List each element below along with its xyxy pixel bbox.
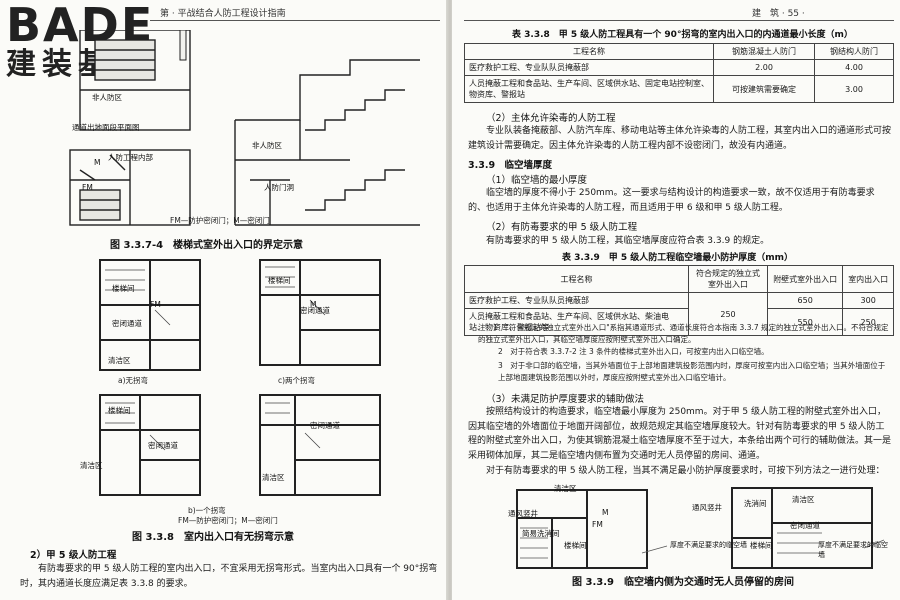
item3-title: （3）未满足防护厚度要求的辅助做法 bbox=[486, 394, 645, 405]
fig338-label-passage-d: 密闭通道 bbox=[310, 421, 340, 430]
item2-title: （2）主体允许染毒的人防工程 bbox=[486, 113, 616, 124]
fig339-label-clean: 清洁区 bbox=[554, 484, 577, 493]
fig339-label-stair-a: 楼梯间 bbox=[564, 541, 587, 550]
fig339-label-vent-a: 通风竖井 bbox=[508, 509, 538, 518]
right-page: 建 筑 · 55 · 表 3.3.8 甲 5 级人防工程具有一个 90°拐弯的室… bbox=[452, 0, 900, 600]
fig337-label-nonciv-right: 非人防区 bbox=[252, 141, 282, 150]
fig339-label-wash: 洗消间 bbox=[744, 499, 767, 508]
table-339: 工程名称 符合规定的独立式室外出入口 附壁式室外出入口 室内出入口 医疗救护工程… bbox=[464, 265, 894, 336]
fig339-label-thick-b: 厚度不满足要求的临空墙 bbox=[818, 541, 888, 559]
item1-text: 临空墙的厚度不得小于 250mm。这一要求与结构设计的构造要求一致，故不仅适用于… bbox=[468, 188, 875, 213]
fig338-label-passage-b: 密闭通道 bbox=[148, 441, 178, 450]
fig338-label-passage-a: 密闭通道 bbox=[112, 319, 142, 328]
table338-caption: 表 3.3.8 甲 5 级人防工程具有一个 90°拐弯的室内出入口的内通道最小长… bbox=[512, 30, 853, 40]
fig338-label-stair-b: 楼梯间 bbox=[108, 406, 131, 415]
t339-h1: 符合规定的独立式室外出入口 bbox=[688, 265, 768, 293]
fig339-label-clean-b: 清洁区 bbox=[792, 495, 815, 504]
item3-text2: 对于有防毒要求的甲 5 级人防工程，当其不满足最小防护厚度要求时，可按下列方法之… bbox=[486, 466, 885, 476]
t339-r0c2: 650 bbox=[766, 292, 844, 309]
t338-r1c0: 人员掩蔽工程和食品站、生产车间、区域供水站、固定电站控制室、物资库、警报站 bbox=[464, 75, 714, 103]
fig338-label-stair-c: 楼梯间 bbox=[268, 276, 291, 285]
fig339-label-room: 简易洗消间 bbox=[522, 529, 560, 538]
fig338-legend: FM—防护密闭门；M—密闭门 bbox=[178, 516, 278, 525]
fig338-label-fm-a: FM bbox=[150, 300, 161, 309]
fig338-label-clean-b: 清洁区 bbox=[80, 461, 103, 470]
t339-h0: 工程名称 bbox=[464, 265, 689, 293]
item3-text: 按照结构设计的构造要求，临空墙最小厚度为 250mm。对于甲 5 级人防工程的附… bbox=[468, 407, 892, 461]
fig339-label-vent-b: 通风竖井 bbox=[692, 503, 722, 512]
t338-r0c0: 医疗救护工程、专业队队员掩蔽部 bbox=[464, 59, 714, 76]
t338-h0: 工程名称 bbox=[464, 43, 714, 60]
t339-h2: 附壁式室外出入口 bbox=[766, 265, 844, 293]
fig337-label-m: M bbox=[94, 158, 101, 167]
left-paragraph: 有防毒要求的甲 5 级人防工程的室内出入口，不宜采用无拐弯形式。当室内出入口具有… bbox=[20, 564, 438, 589]
t338-r1c1: 可按建筑需要确定 bbox=[712, 75, 816, 103]
fig337-caption: 图 3.3.7-4 楼梯式室外出入口的界定示意 bbox=[110, 240, 304, 251]
fig338-label-m-c: M bbox=[310, 300, 317, 309]
left-section-heading: 2）甲 5 级人防工程 bbox=[30, 550, 117, 561]
t338-r1c2: 3.00 bbox=[814, 75, 894, 103]
fig338-label-clean-a: 清洁区 bbox=[108, 356, 131, 365]
fig338-label-clean-d: 清洁区 bbox=[262, 473, 285, 482]
header-rule-right bbox=[464, 20, 894, 21]
fig337-label-nonciv-top: 非人防区 bbox=[92, 93, 122, 102]
t339-h3: 室内出入口 bbox=[842, 265, 894, 293]
fig338-caption: 图 3.3.8 室内出入口有无拐弯示意 bbox=[132, 532, 294, 543]
t338-h2: 钢结构人防门 bbox=[814, 43, 894, 60]
t338-h1: 钢筋混凝土人防门 bbox=[712, 43, 816, 60]
figure-337-4-drawing bbox=[69, 30, 420, 226]
fig337-label-fm: FM bbox=[82, 183, 93, 192]
table-note-2: 2 对于符合表 3.3.7-2 注 3 条件的楼梯式室外出入口，可按室内出入口临… bbox=[498, 347, 769, 356]
fig339-label-stair-b: 楼梯间 bbox=[750, 541, 773, 550]
fig337-sublabel: 通道出地面段平面图 bbox=[72, 123, 140, 132]
fig338-sub-c: c)两个拐弯 bbox=[278, 376, 316, 385]
fig338-sub-a: a)无拐弯 bbox=[118, 376, 149, 385]
fig339-label-m-a: M bbox=[602, 508, 609, 517]
t339-r1c3: 250 bbox=[842, 308, 894, 336]
fig339-caption: 图 3.3.9 临空墙内侧为交通时无人员停留的房间 bbox=[572, 577, 794, 588]
t338-r0c2: 4.00 bbox=[814, 59, 894, 76]
item2b-title: （2）有防毒要求的甲 5 级人防工程 bbox=[486, 222, 638, 233]
item2b-text: 有防毒要求的甲 5 级人防工程，其临空墙厚度应符合表 3.3.9 的规定。 bbox=[486, 236, 770, 246]
t339-r0c3: 300 bbox=[842, 292, 894, 309]
fig337-legend: FM—防护密闭门；M—密闭门 bbox=[170, 216, 270, 225]
item2-text: 专业队装备掩蔽部、人防汽车库、移动电站等主体允许染毒的人防工程，其室内出入口的通… bbox=[468, 126, 892, 151]
t339-r1c0: 人员掩蔽工程和食品站、生产车间、区域供水站、柴油电站、物资库、警报站等 bbox=[464, 308, 689, 336]
t339-r0c0: 医疗救护工程、专业队队员掩蔽部 bbox=[464, 292, 689, 309]
fig338-label-passage-c: 密闭通道 bbox=[300, 306, 330, 315]
table-note-1: 注：1 "符合规定的独立式室外出入口"系指其通道形式、通道长度符合本指南 3.3… bbox=[478, 323, 889, 344]
fig337-label-door: 人防门洞 bbox=[264, 183, 294, 192]
t338-r0c1: 2.00 bbox=[712, 59, 816, 76]
figure-339-drawing bbox=[516, 487, 885, 569]
header-rule bbox=[150, 20, 440, 21]
t339-r1c2: 550 bbox=[766, 308, 844, 336]
left-page: 第 · 平战结合人防工程设计指南 BADE 建装基地 bbox=[0, 0, 448, 600]
figure-338-drawing bbox=[99, 259, 381, 496]
fig339-label-fm-a: FM bbox=[592, 520, 603, 529]
item1-title: （1）临空墙的最小厚度 bbox=[486, 175, 588, 186]
fig338-sub-b: b)一个拐弯 bbox=[188, 506, 226, 515]
fig338-label-stair-a: 楼梯间 bbox=[112, 284, 135, 293]
fig339-label-passage-b: 密闭通道 bbox=[790, 521, 820, 530]
table339-caption: 表 3.3.9 甲 5 级人防工程临空墙最小防护厚度（mm） bbox=[562, 253, 794, 263]
table-338: 工程名称 钢筋混凝土人防门 钢结构人防门 医疗救护工程、专业队队员掩蔽部 2.0… bbox=[464, 43, 894, 103]
fig339-label-thick-a: 厚度不满足要求的临空墙 bbox=[670, 541, 747, 549]
book-gutter bbox=[446, 0, 454, 600]
fig337-label-civ-inner: 人防工程内部 bbox=[108, 153, 153, 162]
right-running-header: 建 筑 · 55 · bbox=[752, 9, 805, 19]
section-339-heading: 3.3.9 临空墙厚度 bbox=[468, 160, 553, 171]
left-running-header: 第 · 平战结合人防工程设计指南 bbox=[160, 9, 286, 19]
table-note-3: 3 对于非口部的临空墙，当其外墙面位于上部地面建筑投影范围内时，厚度可按室内出入… bbox=[498, 361, 886, 382]
t339-r0c1: 250 bbox=[688, 292, 768, 336]
